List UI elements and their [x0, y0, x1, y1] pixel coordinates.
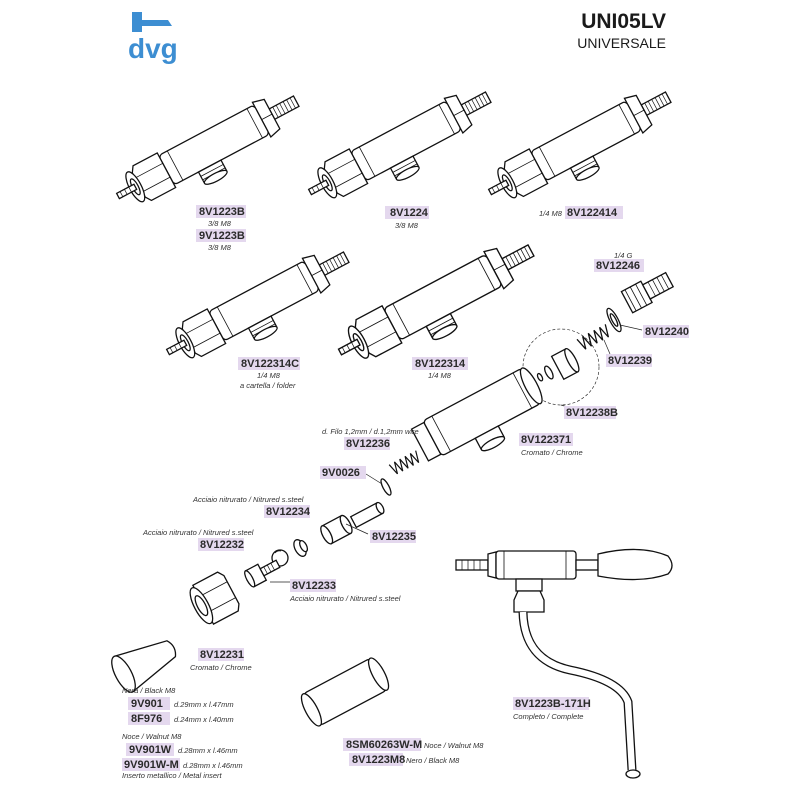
svg-text:d. Filo 1,2mm / d.1,2mm wire: d. Filo 1,2mm / d.1,2mm wire	[322, 427, 419, 436]
knob-insert-note: Inserto metallico / Metal insert	[122, 771, 223, 780]
svg-text:a cartella / folder: a cartella / folder	[240, 381, 296, 390]
part-label-8V12240: 8V12240	[643, 325, 689, 338]
part-label-8V122371: 8V122371 Cromato / Chrome	[519, 433, 583, 457]
part-label-9V1223B: 9V1223B 3/8 M8	[196, 229, 246, 252]
svg-text:9V1223B: 9V1223B	[199, 230, 245, 242]
svg-text:d.28mm x l.46mm: d.28mm x l.46mm	[178, 746, 238, 755]
svg-text:3/8 M8: 3/8 M8	[208, 219, 232, 228]
fitting-8V12246-drawing	[620, 271, 675, 314]
part-label-8V1223B-171H: 8V1223B-171H Completo / Complete	[513, 697, 591, 721]
svg-text:d.24mm x l.40mm: d.24mm x l.40mm	[174, 715, 234, 724]
svg-text:8V12246: 8V12246	[596, 260, 640, 272]
knob-list: Nera / Black M8 9V901 d.29mm x l.47mm 8F…	[122, 686, 243, 780]
spring-8V12239-drawing	[576, 323, 612, 352]
sleeve-list: 8SM60263W-M Noce / Walnut M8 8V1223M8 Ne…	[343, 738, 484, 766]
part-label-8V12233: 8V12233 Acciaio nitrurato / Nitrured s.s…	[289, 579, 401, 603]
part-label-8V12236: d. Filo 1,2mm / d.1,2mm wire 8V12236	[322, 427, 419, 450]
rod-8V12235-drawing	[349, 501, 385, 529]
sleeve-drawing	[300, 657, 390, 727]
svg-text:8V122414: 8V122414	[567, 207, 618, 219]
valve-8V1223B-drawing	[108, 83, 313, 227]
svg-text:Acciaio nitrurato / Nitrured s: Acciaio nitrurato / Nitrured s.steel	[192, 495, 304, 504]
part-label-8V12238B: 8V12238B	[564, 406, 618, 419]
part-label-8V12239: 8V12239	[606, 354, 652, 367]
part-label-8V1223B: 8V1223B 3/8 M8	[196, 205, 246, 228]
pin-8V12233-drawing	[244, 559, 281, 588]
brand-name: dvg	[128, 33, 178, 64]
complete-assembly-drawing	[455, 548, 673, 779]
svg-text:8V1224: 8V1224	[390, 207, 429, 219]
svg-text:1/4 M8: 1/4 M8	[428, 371, 452, 380]
svg-text:3/8 M8: 3/8 M8	[208, 243, 232, 252]
part-label-8V12232: Acciaio nitrurato / Nitrured s.steel 8V1…	[142, 528, 254, 551]
pin-8V12235-drawing	[320, 514, 353, 545]
svg-text:d.29mm x l.47mm: d.29mm x l.47mm	[174, 700, 234, 709]
part-label-8V12235: 8V12235	[370, 530, 416, 543]
svg-text:8V12231: 8V12231	[200, 649, 244, 661]
svg-text:9V0026: 9V0026	[322, 467, 360, 479]
oring-9V0026-drawing	[380, 478, 392, 496]
svg-text:8V12232: 8V12232	[200, 539, 244, 551]
svg-text:8V12239: 8V12239	[608, 355, 652, 367]
nut-8V12231-drawing	[189, 571, 240, 625]
svg-text:Noce / Walnut M8: Noce / Walnut M8	[424, 741, 484, 750]
detail-circle	[522, 328, 600, 406]
tap-logo-icon	[132, 12, 172, 32]
svg-text:8SM60263W-M: 8SM60263W-M	[346, 739, 422, 751]
svg-text:Acciaio nitrurato / Nitrured s: Acciaio nitrurato / Nitrured s.steel	[142, 528, 254, 537]
part-label-8V12234: Acciaio nitrurato / Nitrured s.steel 8V1…	[192, 495, 311, 518]
seal-8V12238B-drawing	[536, 347, 580, 382]
svg-text:1/4 M8: 1/4 M8	[539, 209, 563, 218]
svg-text:8V12235: 8V12235	[372, 531, 416, 543]
spring-8V12236-drawing	[388, 450, 422, 476]
svg-text:1/4 G: 1/4 G	[614, 251, 633, 260]
svg-text:1/4 M8: 1/4 M8	[257, 371, 281, 380]
part-label-9V0026: 9V0026	[320, 466, 366, 479]
svg-text:3/8 M8: 3/8 M8	[395, 221, 419, 230]
valve-8V1224-drawing	[300, 79, 505, 223]
knob-drawing	[111, 640, 177, 693]
svg-text:8V12240: 8V12240	[645, 326, 689, 338]
part-label-8V12246: 1/4 G 8V12246	[594, 251, 644, 272]
svg-text:8V12238B: 8V12238B	[566, 407, 618, 419]
svg-text:8V12233: 8V12233	[292, 580, 336, 592]
svg-text:8V1223M8: 8V1223M8	[352, 754, 405, 766]
svg-text:Nero / Black M8: Nero / Black M8	[406, 756, 460, 765]
svg-text:8V122314C: 8V122314C	[241, 358, 299, 370]
svg-text:9V901W: 9V901W	[129, 744, 172, 756]
svg-text:d.28mm x l.46mm: d.28mm x l.46mm	[183, 761, 243, 770]
model-subtitle: UNIVERSALE	[577, 35, 666, 51]
part-label-8V12231: 8V12231 Cromato / Chrome	[190, 648, 252, 672]
svg-text:9V901: 9V901	[131, 698, 163, 710]
svg-text:8V122314: 8V122314	[415, 358, 466, 370]
svg-text:Cromato / Chrome: Cromato / Chrome	[521, 448, 583, 457]
svg-text:8V12234: 8V12234	[266, 506, 311, 518]
knob-heading-black: Nera / Black M8	[122, 686, 176, 695]
washer-8V12240-drawing	[606, 307, 622, 333]
part-label-8V122414: 1/4 M8 8V122414	[539, 206, 623, 219]
part-label-8V1224: 8V1224 3/8 M8	[385, 206, 429, 230]
svg-text:8V12236: 8V12236	[346, 438, 390, 450]
part-label-8V122314C: 8V122314C 1/4 M8 a cartella / folder	[238, 357, 300, 390]
model-title: UNI05LV	[581, 10, 666, 33]
svg-text:8V122371: 8V122371	[521, 434, 571, 446]
knob-heading-walnut: Noce / Walnut M8	[122, 732, 182, 741]
brand-logo: dvg	[128, 12, 178, 64]
svg-text:8V1223B-171H: 8V1223B-171H	[515, 698, 591, 710]
svg-text:Acciaio nitrurato / Nitrured s: Acciaio nitrurato / Nitrured s.steel	[289, 594, 401, 603]
valve-8V122414-drawing	[480, 79, 685, 223]
svg-text:8V1223B: 8V1223B	[199, 206, 245, 218]
svg-text:Completo / Complete: Completo / Complete	[513, 712, 583, 721]
svg-text:9V901W-M: 9V901W-M	[124, 759, 179, 771]
svg-text:8F976: 8F976	[131, 713, 162, 725]
seat-8V12234-drawing	[293, 539, 309, 557]
svg-text:Cromato / Chrome: Cromato / Chrome	[190, 663, 252, 672]
body-8V122371-drawing	[410, 367, 543, 462]
part-label-8V122314: 8V122314 1/4 M8	[412, 357, 468, 380]
